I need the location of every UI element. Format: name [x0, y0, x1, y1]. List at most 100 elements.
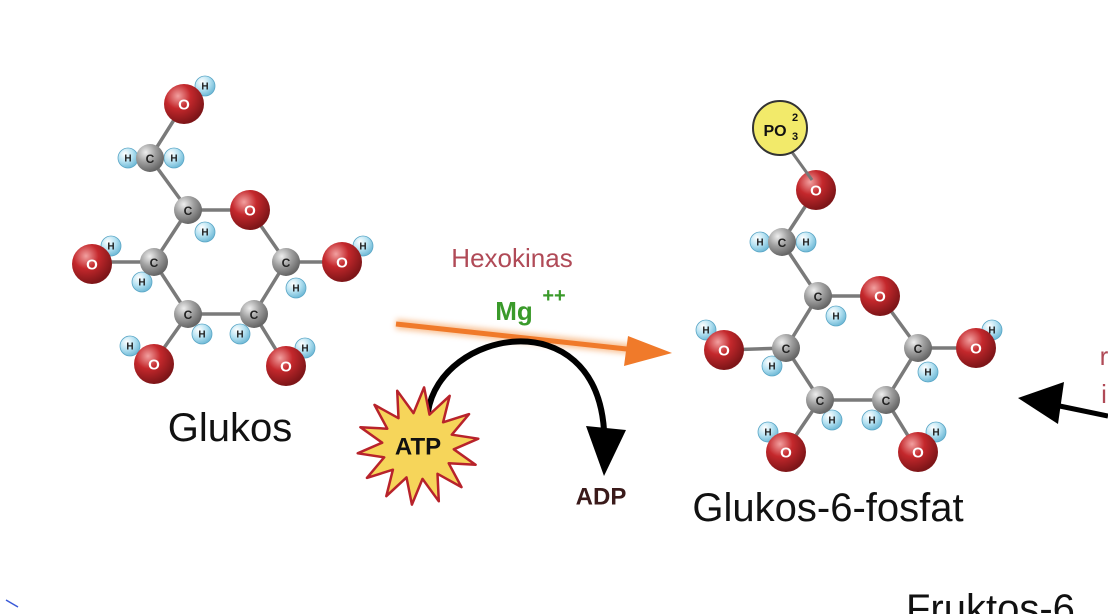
hydrogen-atom: H — [229, 323, 251, 345]
ring-oxygen-atom: O — [230, 190, 270, 230]
hydrogen-atom: H — [191, 323, 213, 345]
svg-text:H: H — [138, 278, 145, 289]
next-molecule-fragment: Fruktos-6 — [906, 587, 1075, 614]
carbon-atom: C — [240, 300, 268, 328]
hydrogen-atom: H — [761, 355, 783, 377]
svg-text:O: O — [178, 97, 190, 114]
svg-text:C: C — [914, 342, 923, 356]
svg-text:H: H — [292, 284, 299, 295]
carbon-atom: C — [174, 196, 202, 224]
svg-text:H: H — [301, 344, 308, 355]
hydrogen-atom: H — [795, 231, 817, 253]
hydrogen-atom: H — [749, 231, 771, 253]
oxygen-atom: O — [796, 170, 836, 210]
svg-text:H: H — [107, 242, 114, 253]
svg-text:H: H — [201, 228, 208, 239]
phosphate-formula: PO — [763, 123, 786, 140]
hydrogen-atom: H — [163, 147, 185, 169]
svg-text:O: O — [244, 203, 256, 220]
stray-mark — [5, 599, 19, 608]
enzyme-label: Hexokinas — [451, 243, 572, 273]
oxygen-atom: O — [266, 346, 306, 386]
svg-text:C: C — [184, 308, 193, 322]
svg-text:H: H — [359, 242, 366, 253]
ring-oxygen-atom: O — [860, 276, 900, 316]
svg-text:C: C — [184, 204, 193, 218]
phosphate-subscript: 3 — [792, 131, 798, 143]
next-enzyme-fragment-2: i — [1101, 379, 1107, 409]
forward-reaction-arrow — [395, 319, 672, 366]
svg-text:H: H — [702, 326, 709, 337]
oxygen-atom: O — [704, 330, 744, 370]
svg-text:O: O — [780, 445, 792, 462]
carbon-atom: C — [174, 300, 202, 328]
svg-text:C: C — [146, 152, 155, 166]
svg-text:H: H — [868, 416, 875, 427]
glucose-label: Glukos — [168, 406, 293, 450]
svg-text:H: H — [924, 368, 931, 379]
carbon-atom: C — [872, 386, 900, 414]
hydrogen-atom: H — [861, 409, 883, 431]
hydrogen-atom: H — [117, 147, 139, 169]
oxygen-atom: O — [766, 432, 806, 472]
svg-text:PO: PO — [763, 123, 786, 140]
carbon-atom: C — [772, 334, 800, 362]
atp-starburst: ATP — [356, 386, 480, 506]
svg-text:H: H — [124, 154, 131, 165]
svg-text:H: H — [988, 326, 995, 337]
oxygen-atom: O — [956, 328, 996, 368]
svg-text:H: H — [198, 330, 205, 341]
svg-text:C: C — [778, 236, 787, 250]
next-step-arrow — [1018, 382, 1108, 424]
next-enzyme-fragment-1: r — [1100, 341, 1108, 371]
svg-text:O: O — [148, 357, 160, 374]
glucose-6-phosphate-label: Glukos-6-fosfat — [692, 486, 963, 530]
carbon-atom: C — [804, 282, 832, 310]
svg-text:H: H — [170, 154, 177, 165]
cofactor-charge: ++ — [542, 285, 565, 307]
svg-text:O: O — [874, 289, 886, 306]
hydrogen-atom: H — [194, 221, 216, 243]
carbon-atom: C — [272, 248, 300, 276]
phosphate-charge: 2 — [792, 112, 798, 124]
carbon-atom: C — [904, 334, 932, 362]
carbon-atom: C — [136, 144, 164, 172]
svg-text:H: H — [201, 82, 208, 93]
carbon-atom: C — [768, 228, 796, 256]
oxygen-atom: O — [134, 344, 174, 384]
svg-text:C: C — [882, 394, 891, 408]
svg-text:H: H — [932, 428, 939, 439]
svg-text:H: H — [832, 312, 839, 323]
adp-label: ADP — [576, 484, 627, 511]
svg-text:O: O — [912, 445, 924, 462]
svg-text:C: C — [814, 290, 823, 304]
oxygen-atom: O — [898, 432, 938, 472]
hydrogen-atom: H — [821, 409, 843, 431]
svg-text:O: O — [86, 257, 98, 274]
hydrogen-atom: H — [917, 361, 939, 383]
svg-text:C: C — [150, 256, 159, 270]
svg-text:C: C — [250, 308, 259, 322]
hydrogen-atom: H — [285, 277, 307, 299]
svg-text:O: O — [970, 341, 982, 358]
svg-text:O: O — [280, 359, 292, 376]
hydrogen-atom: H — [119, 335, 141, 357]
hydrogen-atom: H — [825, 305, 847, 327]
atp-to-adp-arrow — [425, 338, 626, 476]
svg-text:H: H — [236, 330, 243, 341]
phosphate-group: PO 3 2 — [752, 100, 814, 181]
atp-label: ATP — [395, 434, 441, 461]
svg-text:H: H — [126, 342, 133, 353]
svg-text:H: H — [828, 416, 835, 427]
svg-text:C: C — [782, 342, 791, 356]
carbon-atom: C — [806, 386, 834, 414]
svg-text:C: C — [816, 394, 825, 408]
svg-text:H: H — [756, 238, 763, 249]
hydrogen-atom: H — [194, 75, 216, 97]
svg-text:O: O — [810, 183, 822, 200]
cofactor-label: Mg — [495, 296, 533, 326]
carbon-atom: C — [140, 248, 168, 276]
svg-text:H: H — [802, 238, 809, 249]
